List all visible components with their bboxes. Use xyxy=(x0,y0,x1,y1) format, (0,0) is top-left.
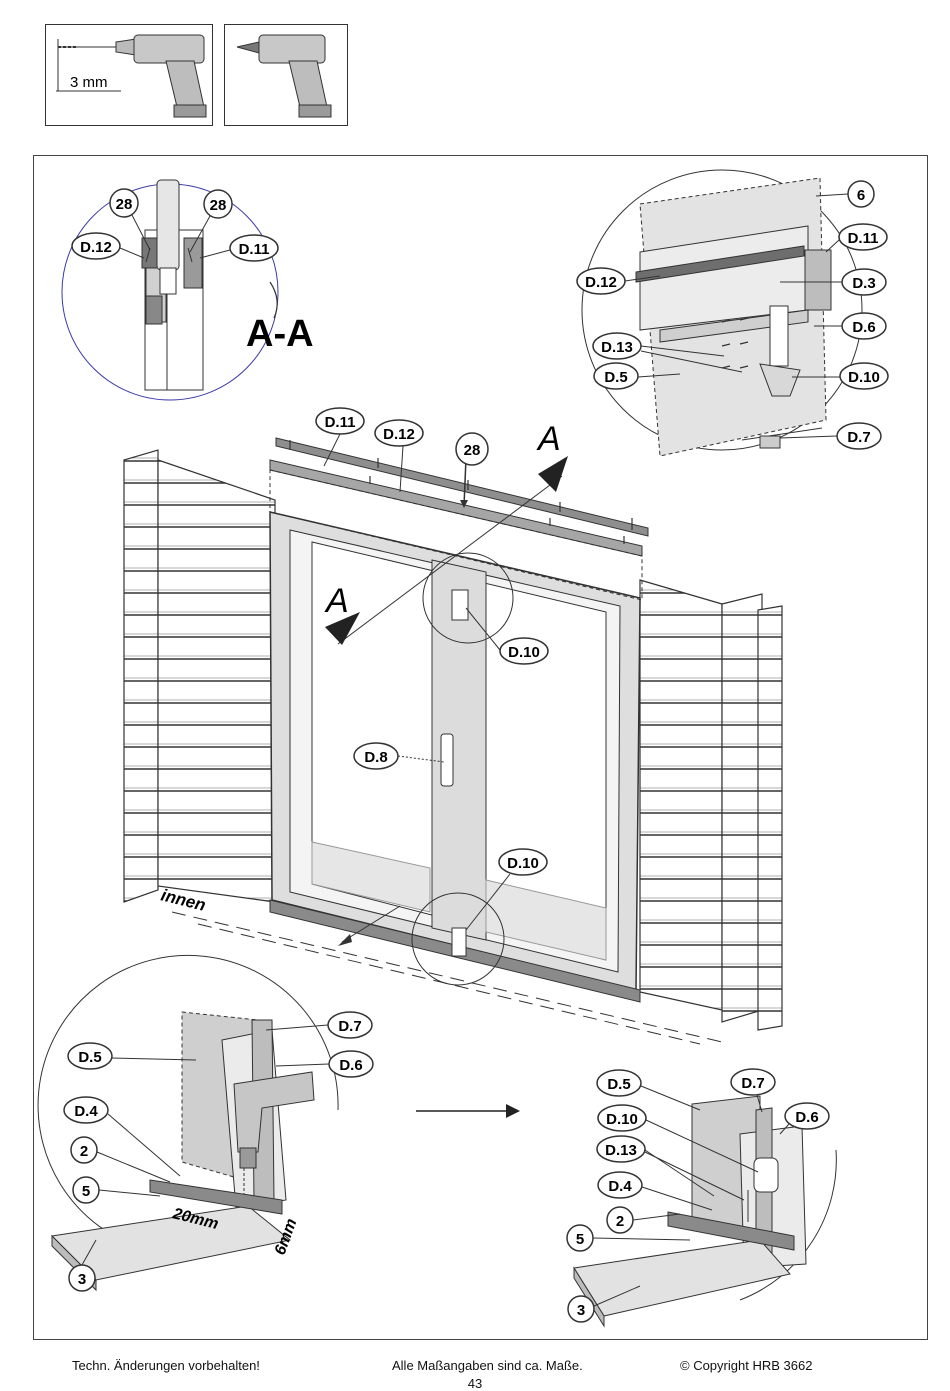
drill-icon: 3 mm xyxy=(56,34,207,118)
label-d11-tr: D.11 xyxy=(848,230,879,247)
label-d12-main: D.12 xyxy=(383,426,415,443)
label-28-left: 28 xyxy=(116,196,133,213)
section-marker-a-right: A xyxy=(536,420,561,458)
label-3-br: 3 xyxy=(577,1302,585,1319)
label-28-main: 28 xyxy=(464,442,481,459)
label-3-bl: 3 xyxy=(78,1271,86,1288)
dim-gap: 6mm xyxy=(272,1216,301,1257)
label-2-bl: 2 xyxy=(80,1143,88,1160)
label-5-br: 5 xyxy=(576,1231,584,1248)
label-d3: D.3 xyxy=(852,275,875,292)
label-d10-br: D.10 xyxy=(606,1111,638,1128)
label-d7-br: D.7 xyxy=(741,1075,764,1092)
drill-measure-label: 3 mm xyxy=(70,74,108,91)
footer-center: Alle Maßangaben sind ca. Maße. xyxy=(392,1358,583,1373)
label-d4-br: D.4 xyxy=(608,1178,632,1195)
label-d6-tr: D.6 xyxy=(852,319,875,336)
label-d11-main: D.11 xyxy=(325,414,356,431)
label-2-br: 2 xyxy=(616,1213,624,1230)
label-d12-tr: D.12 xyxy=(585,274,617,291)
label-d7-bl: D.7 xyxy=(338,1018,361,1035)
label-d13-br: D.13 xyxy=(605,1142,637,1159)
label-d6-bl: D.6 xyxy=(339,1057,362,1074)
drill-3mm-box: 3 mm xyxy=(45,24,213,126)
section-title-aa: A-A xyxy=(246,313,314,355)
label-d10-main-top: D.10 xyxy=(508,644,540,661)
main-diagram-frame xyxy=(33,155,928,1340)
label-d12-aa: D.12 xyxy=(80,239,112,256)
label-d5-br: D.5 xyxy=(607,1076,630,1093)
footer-left: Techn. Änderungen vorbehalten! xyxy=(72,1358,260,1373)
label-d5-bl: D.5 xyxy=(78,1049,101,1066)
label-28-right: 28 xyxy=(210,197,227,214)
label-5-bl: 5 xyxy=(82,1183,90,1200)
section-detail-aa: 28 28 D.12 D.11 A-A xyxy=(61,179,314,401)
detail-bottom-right: D.5 D.7 D.6 D.10 D.13 D.4 2 5 3 xyxy=(566,1068,837,1328)
label-d10-tr: D.10 xyxy=(848,369,880,386)
label-d7-tr: D.7 xyxy=(847,429,870,446)
label-d11-aa: D.11 xyxy=(239,241,270,258)
label-d10-main-bottom: D.10 xyxy=(507,855,539,872)
label-d5-tr: D.5 xyxy=(604,369,627,386)
section-marker-a-left: A xyxy=(324,582,349,620)
step-arrow xyxy=(416,1104,520,1118)
label-6-top: 6 xyxy=(857,187,865,204)
screwdriver-box xyxy=(224,24,348,126)
detail-top-right: 6 D.11 D.3 D.6 D.10 D.7 D.12 D.13 D.5 xyxy=(576,169,889,457)
door-wall-assembly: A A innen D.11 D.12 28 D.10 D.10 D.8 xyxy=(123,407,783,1045)
detail-bottom-left: 20mm 6mm D.7 D.6 D.5 D.4 2 5 3 xyxy=(37,954,374,1292)
label-d13-tr: D.13 xyxy=(601,339,633,356)
footer-right: © Copyright HRB 3662 xyxy=(680,1358,813,1373)
label-d4-bl: D.4 xyxy=(74,1103,98,1120)
label-d6-br: D.6 xyxy=(795,1109,818,1126)
screwdriver-icon xyxy=(236,34,332,118)
page-number: 43 xyxy=(467,1376,483,1391)
label-d8: D.8 xyxy=(364,749,387,766)
